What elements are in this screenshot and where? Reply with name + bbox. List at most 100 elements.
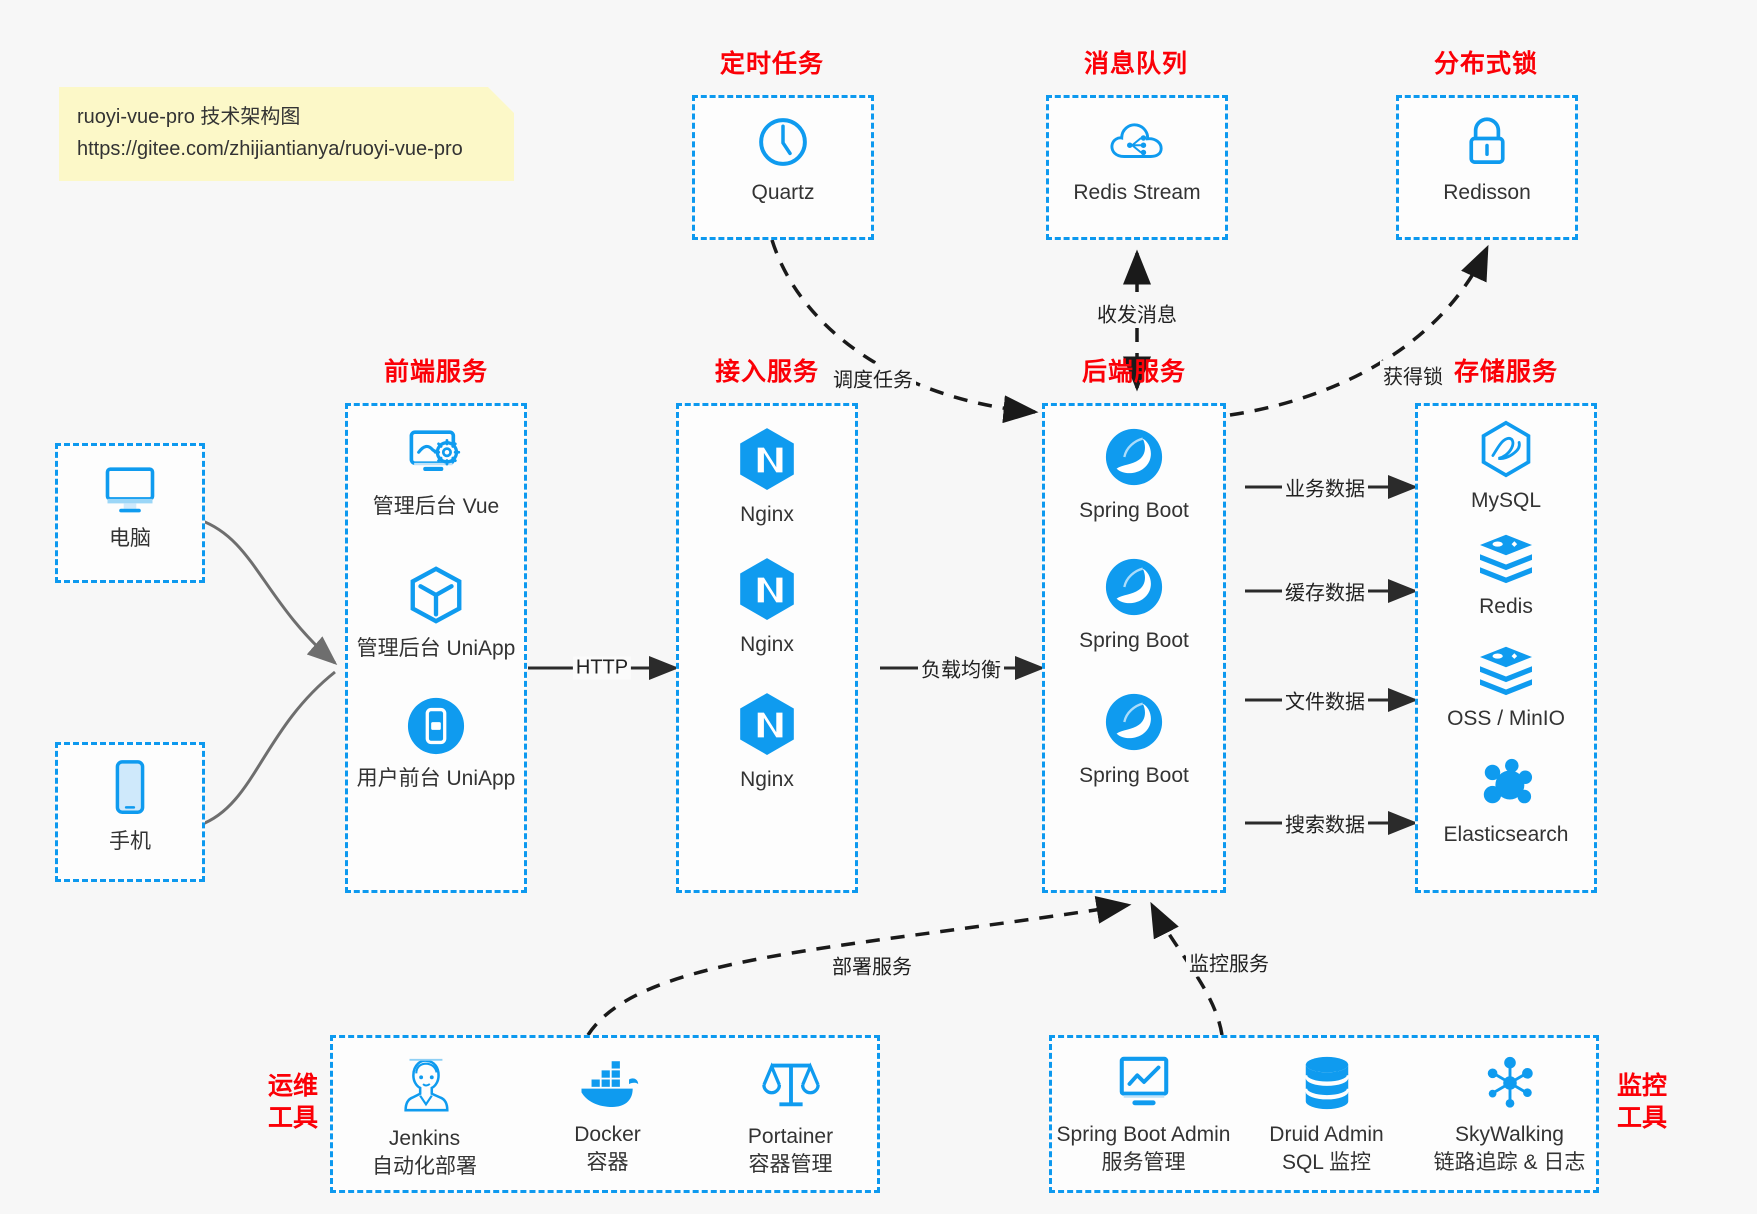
node-label: Elasticsearch	[1443, 823, 1569, 846]
nginx-icon	[736, 426, 798, 497]
nginx-icon	[736, 691, 798, 762]
edge-label-deploy-service: 部署服务	[829, 950, 915, 980]
group-storage: MySQL Redis	[1415, 403, 1597, 893]
node-elasticsearch[interactable]: Elasticsearch	[1418, 756, 1594, 849]
architecture-note: ruoyi-vue-pro 技术架构图 https://gitee.com/zh…	[59, 87, 514, 181]
group-title-scheduler: 定时任务	[719, 50, 824, 78]
node-admin-vue[interactable]: 管理后台 Vue	[348, 426, 524, 521]
edge-label-schedule-task: 调度任务	[830, 363, 916, 393]
group-title-backend: 后端服务	[1081, 358, 1186, 386]
node-label: OSS / MinIO	[1447, 707, 1565, 730]
portainer-icon	[760, 1054, 822, 1119]
group-message-queue: Redis Stream	[1046, 95, 1228, 240]
node-nginx-1[interactable]: Nginx	[679, 426, 855, 529]
group-title-message-queue: 消息队列	[1083, 50, 1188, 78]
spring-boot-icon	[1103, 556, 1165, 623]
lock-icon	[1460, 114, 1514, 175]
node-label: Docker 容器	[574, 1123, 641, 1175]
group-title-frontend: 前端服务	[383, 358, 488, 386]
node-mobile[interactable]: 手机	[55, 742, 205, 882]
desktop-icon	[100, 462, 160, 521]
node-label: Spring Boot Admin 服务管理	[1056, 1123, 1231, 1175]
cloud-stream-icon	[1108, 114, 1166, 175]
node-label: Jenkins 自动化部署	[372, 1127, 477, 1179]
group-title-devops: 运维 工具	[267, 1072, 318, 1132]
group-gateway: Nginx Nginx Nginx	[676, 403, 858, 893]
edge-label-http: HTTP	[572, 656, 632, 680]
node-label: SkyWalking 链路追踪 & 日志	[1433, 1123, 1586, 1175]
node-label: Redis	[1479, 595, 1533, 618]
node-spring-boot-3[interactable]: Spring Boot	[1045, 691, 1223, 790]
dashboard-gear-icon	[405, 426, 467, 489]
edge-label-business-data: 业务数据	[1282, 472, 1368, 502]
node-user-uniapp[interactable]: 用户前台 UniApp	[348, 696, 524, 793]
node-label: 电脑	[109, 527, 151, 550]
spring-boot-icon	[1103, 426, 1165, 493]
edge-label-cache-data: 缓存数据	[1282, 576, 1368, 606]
jenkins-icon	[395, 1054, 455, 1121]
node-label: 用户前台 UniApp	[356, 767, 516, 790]
phone-app-icon	[406, 696, 466, 761]
node-label: Spring Boot	[1079, 499, 1189, 522]
node-redis-stream[interactable]: Redis Stream	[1049, 114, 1225, 207]
edge-label-file-data: 文件数据	[1282, 685, 1368, 715]
group-title-gateway: 接入服务	[714, 358, 819, 386]
edge-label-monitor-service: 监控服务	[1186, 947, 1272, 977]
oss-icon	[1477, 644, 1535, 701]
node-druid-admin[interactable]: Druid Admin SQL 监控	[1235, 1054, 1418, 1178]
node-nginx-2[interactable]: Nginx	[679, 556, 855, 659]
node-skywalking[interactable]: SkyWalking 链路追踪 & 日志	[1418, 1054, 1601, 1178]
node-label: Redis Stream	[1073, 181, 1201, 204]
skywalking-icon	[1480, 1054, 1540, 1117]
node-nginx-3[interactable]: Nginx	[679, 691, 855, 794]
node-label: Nginx	[740, 633, 794, 656]
node-portainer[interactable]: Portainer 容器管理	[699, 1054, 882, 1180]
node-label: 管理后台 Vue	[372, 495, 500, 518]
node-quartz[interactable]: Quartz	[695, 114, 871, 207]
node-label: MySQL	[1470, 489, 1541, 512]
node-admin-uniapp[interactable]: 管理后台 UniApp	[348, 564, 524, 663]
node-redisson[interactable]: Redisson	[1399, 114, 1575, 207]
elasticsearch-icon	[1477, 756, 1535, 817]
edge-label-search-data: 搜索数据	[1282, 808, 1368, 838]
node-desktop[interactable]: 电脑	[55, 443, 205, 583]
node-oss-minio[interactable]: OSS / MinIO	[1418, 644, 1594, 733]
nginx-icon	[736, 556, 798, 627]
clock-icon	[755, 114, 811, 175]
node-label: 管理后台 UniApp	[356, 637, 516, 660]
mobile-icon	[108, 759, 152, 824]
mysql-icon	[1478, 420, 1534, 483]
group-monitoring: Spring Boot Admin 服务管理 Druid Admin SQL 监…	[1049, 1035, 1599, 1193]
node-redis[interactable]: Redis	[1418, 532, 1594, 621]
node-label: Druid Admin SQL 监控	[1269, 1123, 1384, 1175]
docker-icon	[576, 1058, 640, 1117]
node-label: 手机	[109, 830, 151, 853]
group-title-distributed-lock: 分布式锁	[1433, 50, 1538, 78]
edge-label-load-balance: 负载均衡	[918, 653, 1004, 683]
node-jenkins[interactable]: Jenkins 自动化部署	[333, 1054, 516, 1182]
group-backend: Spring Boot Spring Boot Spring Boot	[1042, 403, 1226, 893]
redis-icon	[1477, 532, 1535, 589]
group-frontend: 管理后台 Vue 管理后台 UniApp 用户前台 UniApp	[345, 403, 527, 893]
node-label: Spring Boot	[1079, 764, 1189, 787]
group-distributed-lock: Redisson	[1396, 95, 1578, 240]
node-label: Nginx	[740, 503, 794, 526]
node-spring-boot-1[interactable]: Spring Boot	[1045, 426, 1223, 525]
node-spring-boot-2[interactable]: Spring Boot	[1045, 556, 1223, 655]
group-title-storage: 存储服务	[1453, 358, 1558, 386]
node-label: Nginx	[740, 768, 794, 791]
node-label: Quartz	[751, 181, 815, 204]
group-scheduler: Quartz	[692, 95, 874, 240]
monitor-chart-icon	[1113, 1054, 1175, 1117]
node-label: Redisson	[1443, 181, 1531, 204]
node-spring-boot-admin[interactable]: Spring Boot Admin 服务管理	[1052, 1054, 1235, 1178]
node-label: Spring Boot	[1079, 629, 1189, 652]
cube-icon	[405, 564, 467, 631]
group-title-monitoring: 监控 工具	[1616, 1072, 1667, 1132]
node-docker[interactable]: Docker 容器	[516, 1058, 699, 1178]
group-devops: Jenkins 自动化部署 Docker 容器	[330, 1035, 880, 1193]
node-mysql[interactable]: MySQL	[1418, 420, 1594, 515]
spring-boot-icon	[1103, 691, 1165, 758]
database-icon	[1299, 1054, 1355, 1117]
